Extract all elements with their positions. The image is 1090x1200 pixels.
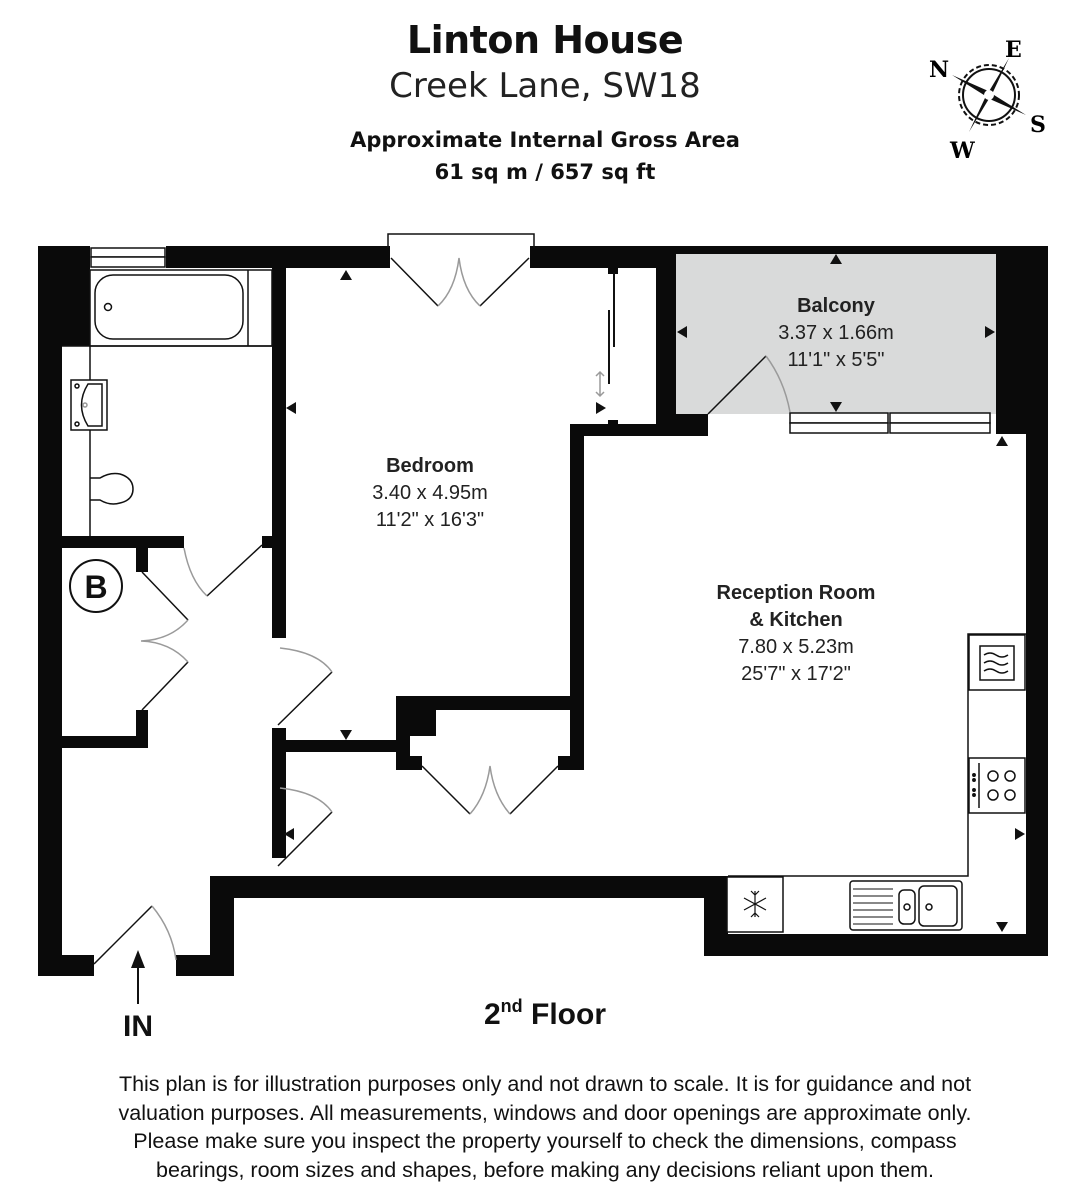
door-arc bbox=[279, 787, 333, 813]
room-label-bedroom: Bedroom 3.40 x 4.95m 11'2" x 16'3" bbox=[320, 453, 540, 534]
room-label-reception-kitchen: Reception Room & Kitchen 7.80 x 5.23m 25… bbox=[676, 580, 916, 688]
room-label-balcony: Balcony 3.37 x 1.66m 11'1" x 5'5" bbox=[726, 293, 946, 374]
entrance-door[interactable] bbox=[93, 905, 153, 965]
disclaimer-line: valuation purposes. All measurements, wi… bbox=[118, 1100, 972, 1125]
door-arc bbox=[183, 547, 208, 597]
kitchen-counter bbox=[728, 633, 1026, 877]
boiler-icon bbox=[69, 559, 123, 613]
floor-label: 2nd Floor bbox=[440, 996, 650, 1032]
disclaimer: This plan is for illustration purposes o… bbox=[40, 1070, 1050, 1184]
dimension-markers bbox=[284, 254, 1025, 932]
bedroom-door[interactable] bbox=[277, 671, 333, 726]
compass-west: W bbox=[949, 138, 975, 164]
entrance-arrow-icon bbox=[131, 950, 145, 1004]
cupboard-door-left[interactable] bbox=[141, 571, 189, 621]
floor-word: Floor bbox=[531, 998, 607, 1031]
bathtub-icon bbox=[89, 269, 273, 347]
entrance-label: IN bbox=[123, 1010, 153, 1043]
room-dimensions-metric: 3.37 x 1.66m bbox=[778, 322, 894, 344]
walls bbox=[38, 246, 1048, 976]
property-title: Linton House bbox=[406, 18, 684, 62]
sink-icon bbox=[849, 880, 963, 931]
balcony-door[interactable] bbox=[707, 355, 767, 415]
wardrobe-door-right[interactable] bbox=[509, 765, 559, 815]
property-address: Creek Lane, SW18 bbox=[389, 66, 701, 106]
room-name-line2: & Kitchen bbox=[749, 609, 843, 631]
bathroom-door[interactable] bbox=[206, 544, 263, 597]
room-name: Bedroom bbox=[386, 455, 474, 477]
toilet-icon bbox=[90, 472, 134, 505]
door-arc bbox=[469, 765, 511, 815]
floor-suffix: nd bbox=[500, 996, 523, 1016]
balcony-area bbox=[676, 254, 996, 414]
hob-icon bbox=[968, 757, 1026, 814]
sliding-arrow-icon bbox=[595, 370, 605, 398]
compass-north: N bbox=[929, 57, 949, 83]
wardrobe-door-left[interactable] bbox=[421, 765, 471, 815]
disclaimer-line: This plan is for illustration purposes o… bbox=[118, 1072, 972, 1096]
room-dimensions-imperial: 11'2" x 16'3" bbox=[375, 509, 485, 531]
reception-door[interactable] bbox=[277, 811, 333, 867]
area-value: 61 sq m / 657 sq ft bbox=[434, 160, 656, 184]
room-name: Balcony bbox=[797, 295, 875, 317]
area-label: Approximate Internal Gross Area bbox=[350, 128, 740, 152]
door-arc bbox=[279, 647, 333, 673]
bedroom-french-door-right[interactable] bbox=[479, 257, 530, 307]
compass-rose-icon bbox=[952, 58, 1026, 132]
cupboard-door-right[interactable] bbox=[141, 661, 189, 711]
bedroom-french-door-left[interactable] bbox=[390, 257, 439, 307]
door-arc bbox=[437, 257, 481, 307]
door-arc bbox=[140, 619, 189, 663]
floor-number: 2 bbox=[483, 998, 501, 1031]
balcony-window bbox=[789, 412, 991, 434]
microwave-icon bbox=[968, 634, 1026, 691]
compass-south: S bbox=[1030, 112, 1046, 138]
disclaimer-line: Please make sure you inspect the propert… bbox=[133, 1129, 957, 1153]
room-dimensions-imperial: 25'7" x 17'2" bbox=[741, 663, 851, 685]
room-dimensions-metric: 3.40 x 4.95m bbox=[372, 482, 488, 504]
room-name-line1: Reception Room bbox=[716, 582, 876, 604]
boiler-label: B bbox=[84, 569, 107, 605]
door-arc bbox=[765, 355, 791, 413]
fridge-freezer-icon bbox=[726, 876, 784, 933]
door-arc bbox=[151, 905, 177, 961]
bathroom-window bbox=[90, 247, 166, 268]
compass-east: E bbox=[1005, 37, 1022, 63]
room-dimensions-metric: 7.80 x 5.23m bbox=[738, 636, 854, 658]
room-dimensions-imperial: 11'1" x 5'5" bbox=[787, 349, 885, 371]
disclaimer-line: bearings, room sizes and shapes, before … bbox=[155, 1157, 935, 1182]
washbasin-icon bbox=[70, 379, 108, 431]
